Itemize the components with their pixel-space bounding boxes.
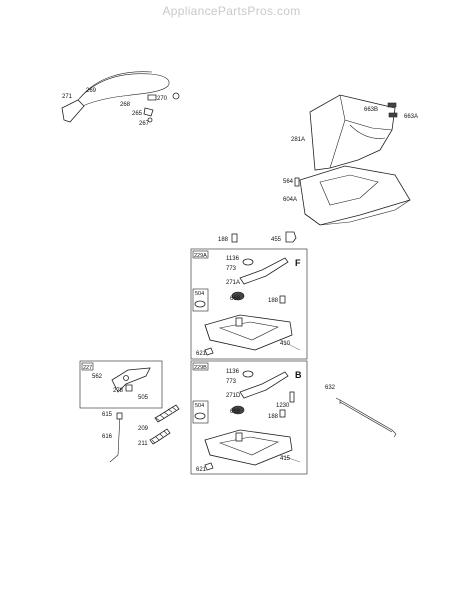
label-1136-lower: 1136 [226,369,240,375]
cover-604A [294,165,411,226]
label-281A: 281A [291,137,305,143]
label-F: F [295,258,301,268]
link-632 [335,397,397,438]
label-209: 209 [138,426,149,432]
label-415: 415 [280,456,291,462]
label-615: 615 [102,412,113,418]
label-268: 268 [120,102,131,108]
label-267: 267 [139,121,150,127]
label-265: 265 [132,111,143,117]
label-773-upper: 773 [226,266,237,272]
throttle-cable-assembly [61,71,180,123]
label-668-lower: 668 [230,409,241,415]
label-773-lower: 773 [226,379,237,385]
label-564: 564 [283,179,294,185]
label-616: 616 [102,434,113,440]
label-504-lower: 504 [195,403,204,409]
label-271: 271 [62,94,73,100]
label-227: 227 [83,365,92,371]
governor-rod-springs [109,404,180,463]
label-668-upper: 668 [230,296,241,302]
watermark-text: AppliancePartsPros.com [162,4,301,18]
label-270: 270 [157,96,168,102]
label-621-upper: 621 [196,351,207,357]
label-1230: 1230 [276,403,290,409]
label-278: 278 [113,388,124,394]
label-271A: 271A [226,280,240,286]
label-455: 455 [271,237,282,243]
label-604A: 604A [283,197,297,203]
label-663B: 663B [364,107,378,113]
governor-box-227: 227 [79,360,163,409]
label-663A: 663A [404,114,418,120]
label-271D: 271D [226,393,241,399]
label-1136-upper: 1136 [226,256,240,262]
label-229B: 229B [194,365,207,371]
label-505: 505 [138,395,149,401]
blower-housing-281A [309,94,398,171]
label-188-upper: 188 [268,298,279,304]
label-410: 410 [280,341,291,347]
label-269: 269 [86,88,97,94]
label-211: 211 [138,441,148,447]
label-188-top: 188 [218,237,229,243]
label-B: B [295,370,302,380]
label-621-lower: 621 [196,467,207,473]
label-562: 562 [92,374,103,380]
label-229A: 229A [194,253,207,259]
label-632: 632 [325,385,336,391]
panel-229A: 229A F 504 [190,248,308,360]
label-188-lower: 188 [268,414,279,420]
label-504-upper: 504 [195,291,204,297]
panel-229B: 229B B 504 [190,360,308,475]
